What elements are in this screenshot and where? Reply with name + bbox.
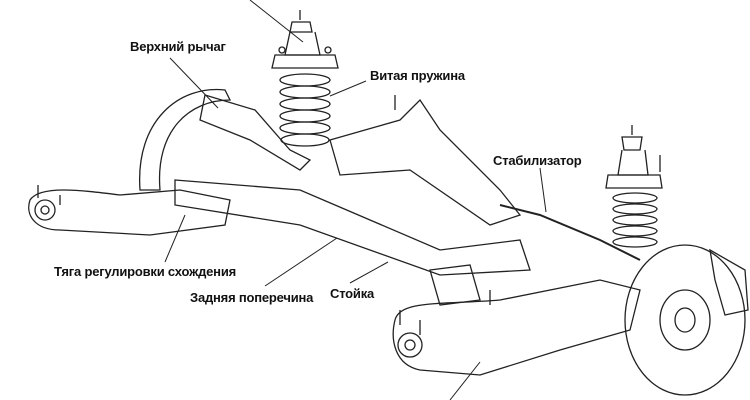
subframe-shape xyxy=(329,98,522,226)
label-upper-arm: Верхний рычаг xyxy=(130,39,226,54)
label-toe-link: Тяга регулировки схождения xyxy=(54,264,236,279)
brake-disc xyxy=(624,244,749,396)
left-lower-arm xyxy=(28,189,231,236)
label-strut: Стойка xyxy=(330,286,375,301)
bracket xyxy=(429,264,481,306)
right-lower-arm xyxy=(392,279,641,376)
right-shock-absorber xyxy=(605,125,663,189)
label-stabilizer: Стабилизатор xyxy=(493,153,582,168)
left-backing-plate xyxy=(139,88,232,191)
label-rear-crossmember: Задняя поперечина xyxy=(190,290,314,305)
left-coil-spring xyxy=(279,73,331,147)
right-coil-spring xyxy=(612,192,658,248)
left-shock-absorber xyxy=(271,10,339,69)
stabilizer-bar xyxy=(499,204,641,261)
crossmember-shape xyxy=(174,179,531,276)
upper-arm-shape xyxy=(199,94,312,171)
label-coil-spring: Витая пружина xyxy=(370,68,465,83)
leader-lines xyxy=(164,0,547,400)
